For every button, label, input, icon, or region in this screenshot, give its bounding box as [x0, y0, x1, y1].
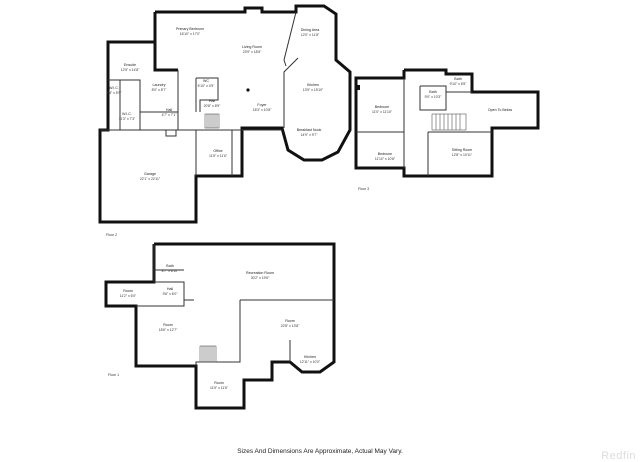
room-name-open-to-below: Open To Below [488, 108, 513, 112]
room-name-room-center: Room [285, 319, 295, 323]
fireplace-marker [246, 88, 250, 92]
room-dims-wc: 5'10" x 4'9" [198, 84, 216, 88]
room-name-bedroom-1: Bedroom [375, 105, 390, 109]
room-name-wc: WC [203, 79, 209, 83]
room-name-bath-top: Bath [454, 77, 461, 81]
floor-2-stairs [204, 113, 220, 129]
floor-2: Primary Bedroom 16'10" x 17'0" Living Ro… [98, 4, 352, 237]
room-dims-kitchen: 13'9" x 15'10" [303, 88, 324, 92]
floor-3-stairs [431, 113, 467, 131]
room-dims-garage: 22'1" x 22'11" [140, 177, 161, 181]
room-dims-hall-b: 9'6" x 6'0" [163, 292, 179, 296]
floor-label-floor-1: Floor 1 [108, 373, 119, 377]
room-dims-bath-mid: 9'0" x 10'3" [425, 95, 443, 99]
room-dims-wic-2: 11'3" x 7'3" [119, 117, 136, 121]
room-dims-bath-b: 8'7" x 8'10" [162, 269, 180, 273]
room-dims-hall: 20'8" x 8'9" [204, 104, 222, 108]
room-name-bedroom-2: Bedroom [378, 152, 393, 156]
room-name-kitchen-b: Kitchen [304, 355, 316, 359]
room-dims-foyer: 18'3" x 10'8" [253, 108, 272, 112]
room-name-garage: Garage [144, 172, 156, 176]
room-dims-living-room: 23'9" x 18'6" [243, 50, 262, 54]
room-dims-breakfast-nook: 14'9" x 9'7" [301, 133, 319, 137]
room-dims-room-bottom: 11'5" x 11'6" [210, 386, 229, 390]
room-name-laundry: Laundry [153, 83, 166, 87]
room-dims-bedroom-1: 11'0" x 11'10" [372, 110, 393, 114]
room-dims-office: 11'5" x 11'6" [209, 154, 228, 158]
room-dims-recreation-room: 30'2" x 19'6" [251, 276, 270, 280]
dimensions-disclaimer: Sizes And Dimensions Are Approximate, Ac… [237, 448, 403, 455]
room-name-wic-2: W.I.C. [122, 112, 132, 116]
room-name-wic: W.I.C. [109, 86, 119, 90]
room-name-foyer: Foyer [257, 103, 267, 107]
room-dims-ensuite: 12'5" x 14'8" [121, 68, 140, 72]
floor-1-stairs [199, 345, 217, 363]
floor-3: Bath 9'10" x 6'5" Bedroom 11'0" x 11'10"… [354, 68, 540, 191]
room-name-ensuite: Ensuite [124, 63, 136, 67]
room-name-breakfast-nook: Breakfast Nook [297, 128, 322, 132]
room-dims-kitchen-b: 12'11" x 10'0" [300, 360, 321, 364]
room-name-sitting-room: Sitting Room [452, 148, 473, 152]
room-dims-primary-bedroom: 16'10" x 17'0" [180, 32, 201, 36]
room-name-room-bottom: Room [214, 381, 224, 385]
room-name-office: Office [213, 149, 222, 153]
floor-label-floor-3: Floor 3 [358, 187, 369, 191]
room-name-hall-b: Hall [167, 287, 173, 291]
room-name-hall-small: Hall [166, 108, 172, 112]
floor-3-chimney [357, 85, 360, 90]
room-name-room-left: Room [123, 289, 133, 293]
room-name-recreation-room: Recreation Room [246, 271, 274, 275]
room-dims-room-center: 22'8" x 13'8" [281, 324, 300, 328]
room-name-hall: Hall [209, 99, 215, 103]
room-dims-bedroom-2: 11'10" x 10'8" [375, 157, 396, 161]
watermark-logo: Redfin [601, 450, 636, 462]
floor-label-floor-2: Floor 2 [106, 233, 117, 237]
room-name-room-mid: Room [163, 323, 173, 327]
room-name-bath-b: Bath [166, 264, 173, 268]
room-name-dining-area: Dining Area [301, 28, 320, 32]
floor-1: Bath 8'7" x 8'10" Recreation Room 30'2" … [104, 242, 336, 410]
room-dims-dining-area: 12'0" x 11'8" [301, 33, 320, 37]
room-name-primary-bedroom: Primary Bedroom [176, 27, 204, 31]
room-dims-room-left: 11'2" x 6'0" [120, 294, 137, 298]
room-dims-laundry: 8'0" x 8'7" [152, 88, 168, 92]
room-dims-room-mid: 18'6" x 12'7" [159, 328, 178, 332]
room-dims-sitting-room: 12'8" x 10'11" [452, 153, 473, 157]
room-dims-hall-small: 4'7" x 7'1" [162, 113, 178, 117]
room-name-kitchen: Kitchen [307, 83, 319, 87]
room-name-bath-mid: Bath [429, 90, 436, 94]
room-dims-wic: 8'4" x 5'9" [107, 91, 123, 95]
room-name-living-room: Living Room [242, 45, 262, 49]
room-dims-bath-top: 9'10" x 6'5" [450, 82, 468, 86]
